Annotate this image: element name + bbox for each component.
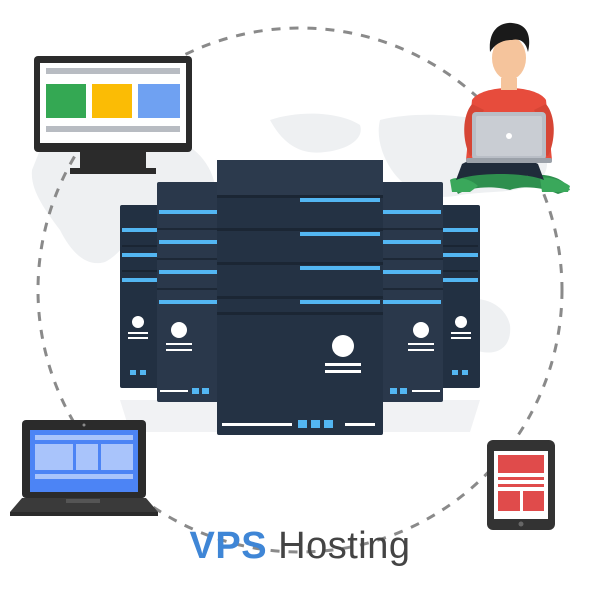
person-with-laptop-icon [450,22,570,194]
desktop-monitor-icon [34,56,192,174]
caption-word-vps: VPS [189,525,268,567]
server-unit-left [157,182,219,402]
server-unit-right [381,182,443,402]
server-rack-icon [120,160,480,435]
laptop-icon [10,420,158,516]
tablet-icon [487,440,555,530]
server-unit-far-right [438,205,480,388]
server-unit-center [217,160,383,435]
server-unit-far-left [120,205,162,388]
caption-word-hosting: Hosting [278,525,411,567]
connection-ring [36,26,564,554]
caption-title: VPS Hosting [0,520,600,572]
